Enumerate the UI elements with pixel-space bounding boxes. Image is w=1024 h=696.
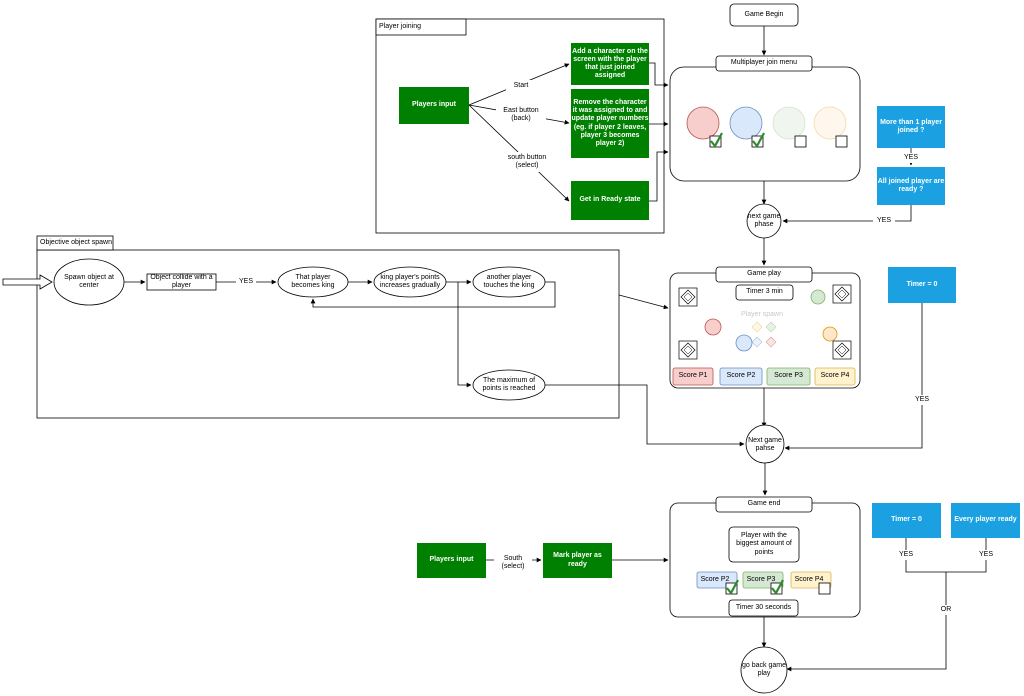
checkbox-4 (835, 135, 848, 148)
remove-character-label: Remove the character it was assigned to … (571, 99, 649, 147)
check-icon (726, 579, 739, 595)
timer-3-min-label: Timer 3 min (746, 288, 783, 296)
all-ready-label: All joined player are ready ? (877, 177, 945, 193)
king-label: That player becomes king (291, 273, 335, 289)
add-character-label: Add a character on the screen with the p… (572, 47, 648, 80)
score-p1-label: Score P1 (678, 372, 708, 380)
timer-30-label: Timer 30 seconds (735, 603, 792, 611)
yes-label-1: YES (901, 153, 921, 163)
player-joining-title: Player joining (379, 22, 422, 30)
game-play-header (715, 266, 813, 283)
touch-label: another player touches the king (483, 273, 535, 289)
check-icon (771, 579, 784, 595)
yes-label-3: YES (912, 395, 932, 405)
edge-start-label: Start (506, 80, 536, 92)
player-spawn-label: Player spawn (740, 310, 784, 318)
players-input-node (399, 87, 469, 124)
all-ready-node (877, 167, 945, 205)
or-label: OR (936, 605, 956, 615)
yes-label-4: YES (896, 550, 916, 560)
players-input-node-2 (417, 543, 486, 578)
score-p1-box (672, 367, 714, 386)
yes-label-2: YES (873, 216, 895, 226)
multiplayer-menu-label: Multiplayer join menu (730, 59, 798, 67)
edge-east-label: East button (back) (496, 105, 546, 125)
collide-label: Object collide with a player (150, 273, 213, 289)
check-icon (710, 132, 723, 148)
score-p3-label: Score P3 (774, 372, 803, 380)
player-2-token (735, 334, 753, 352)
spawn-point-icon (678, 340, 698, 360)
end-score-p3-label: Score P3 (746, 575, 776, 583)
points-label: king player's points increases gradually (379, 273, 441, 289)
objective-container (36, 235, 620, 419)
next-phase-label-2: Next game pahse (748, 436, 782, 452)
timer-zero-node (888, 267, 956, 303)
max-label: The maximum of points is reached (482, 376, 536, 392)
player-4-token (822, 326, 838, 342)
player-spawn-diamonds (751, 321, 777, 348)
checkbox-3 (794, 135, 807, 148)
players-input-label: Players input (412, 101, 456, 109)
mark-ready-label: Mark player as ready (553, 552, 602, 568)
players-input-label-2: Players input (429, 556, 474, 564)
game-end-label: Game end (747, 500, 781, 508)
timer-zero-label-2: Timer = 0 (891, 516, 922, 524)
every-ready-label: Every player ready (954, 516, 1017, 524)
ready-state-node (571, 181, 649, 220)
player-slot-2 (729, 106, 763, 140)
score-p2-box (719, 367, 763, 386)
remove-character-node (571, 89, 649, 158)
score-p2-label: Score P2 (726, 372, 756, 380)
every-ready-node (951, 503, 1020, 538)
timer-zero-label: Timer = 0 (906, 280, 938, 288)
objective-title: Objective object spawn (40, 238, 112, 246)
game-begin-label: Game Begin (744, 10, 784, 18)
multiplayer-menu-header (715, 55, 813, 72)
game-play-label: Game play (747, 270, 781, 278)
end-score-p4-label: Score P4 (794, 575, 824, 583)
game-end-header (715, 496, 813, 513)
player-3-token (810, 289, 826, 305)
go-back-label: go back game play (742, 661, 786, 677)
score-p4-label: Score P4 (820, 372, 850, 380)
ready-state-label: Get in Ready state (579, 196, 641, 204)
edge-south-label-2: South (select) (494, 553, 532, 573)
more-than-one-label: More than 1 player joined ? (880, 118, 942, 134)
add-character-node (571, 43, 649, 85)
yes-label-5: YES (976, 550, 996, 560)
more-than-one-node (877, 106, 945, 148)
end-check-p4 (818, 582, 831, 595)
objective-yes-label: YES (236, 277, 256, 287)
mark-ready-node (543, 543, 612, 578)
next-phase-label-1: next game phase (747, 212, 781, 228)
score-p4-box (814, 367, 856, 386)
edge-south-label: south button (select) (502, 152, 552, 172)
timer-zero-node-2 (872, 503, 941, 538)
spawn-point-icon (832, 340, 852, 360)
winner-label: Player with the biggest amount of points (736, 532, 792, 556)
check-icon (752, 132, 765, 148)
end-score-p2-label: Score P2 (700, 575, 730, 583)
spawn-label: Spawn object at center (64, 273, 114, 289)
score-p3-box (766, 367, 811, 386)
player-slot-4 (813, 106, 847, 140)
player-1-token (704, 318, 722, 336)
go-back-node (740, 646, 788, 694)
timer-30-box (728, 599, 799, 617)
player-slot-3 (772, 106, 806, 140)
spawn-point-icon (832, 284, 852, 304)
timer-3-min (735, 284, 794, 301)
entry-arrow-icon (2, 274, 53, 290)
player-slot-1 (686, 106, 720, 140)
spawn-point-icon (678, 287, 698, 307)
winner-box (728, 526, 800, 563)
